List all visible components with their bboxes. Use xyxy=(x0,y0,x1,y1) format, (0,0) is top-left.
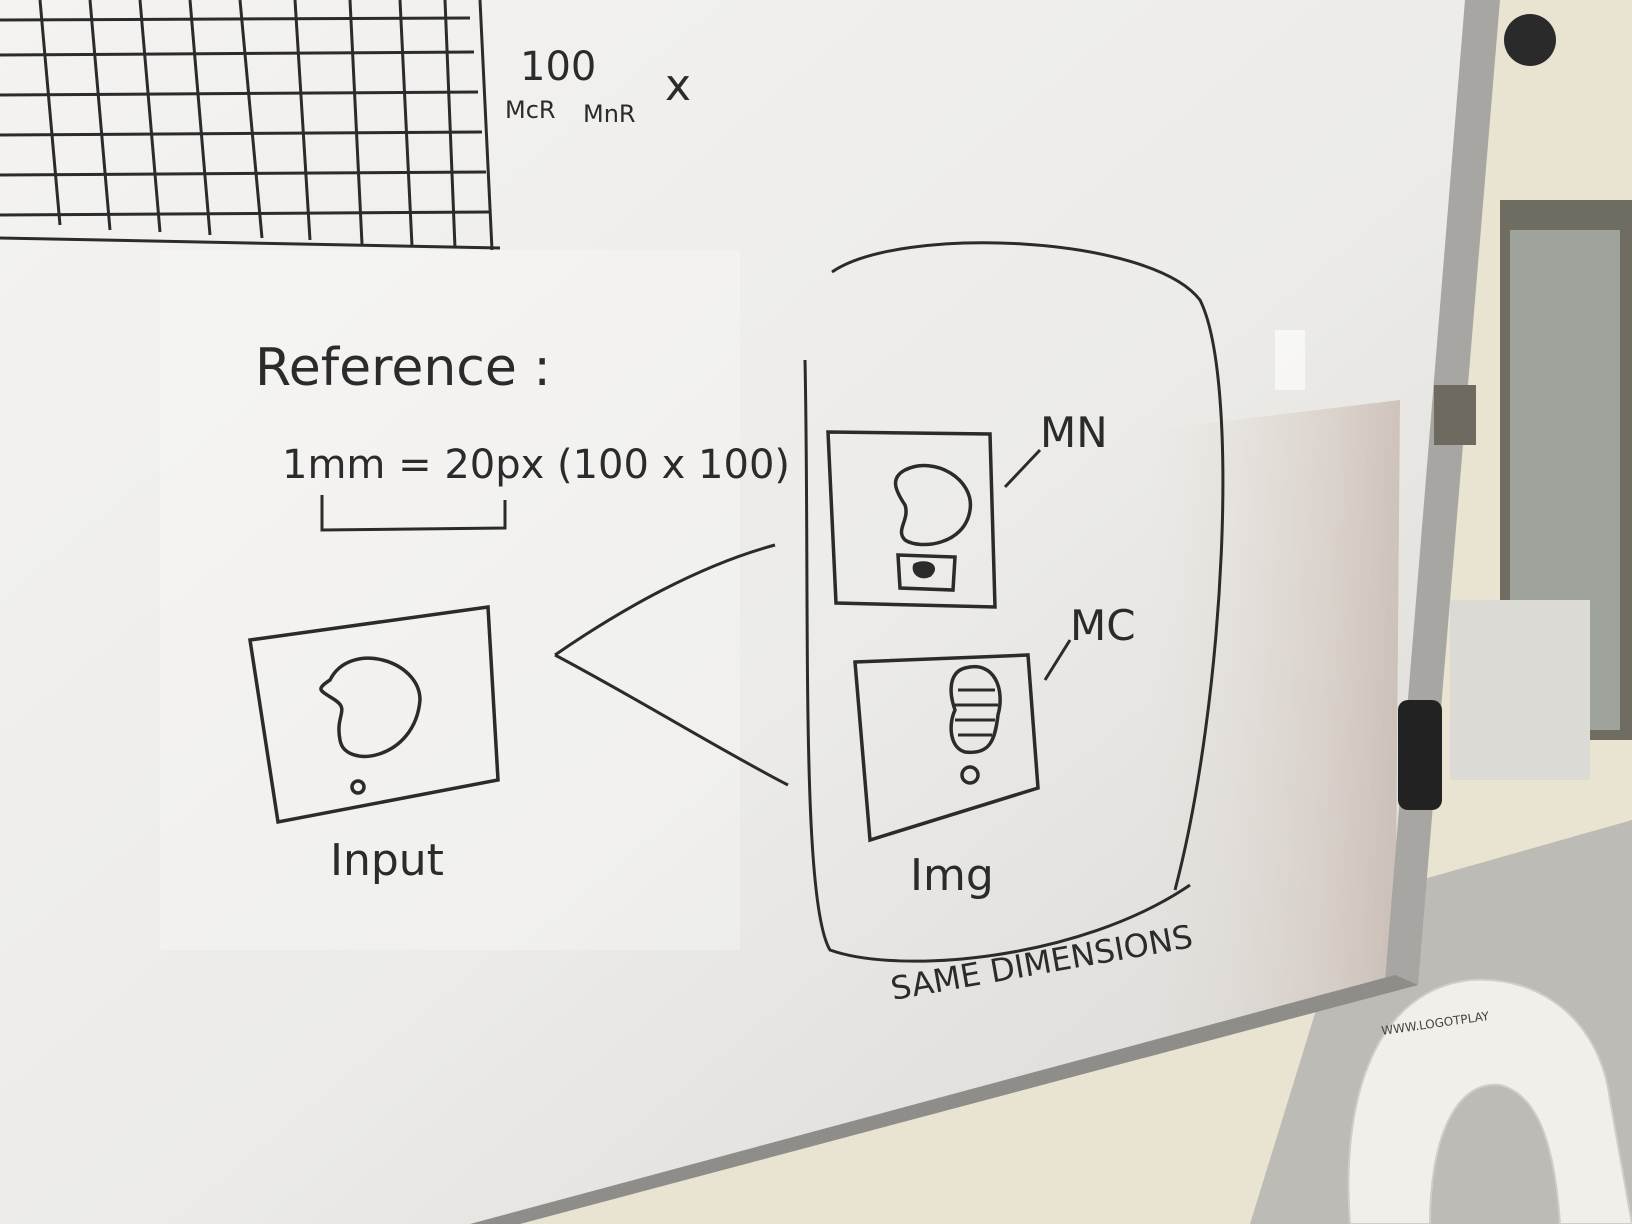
whiteboard xyxy=(0,0,1500,1224)
input-label: Input xyxy=(330,835,444,886)
mapping-lines xyxy=(554,543,789,787)
grid-x-mark: x xyxy=(665,60,691,111)
group-bracket xyxy=(803,241,1225,963)
img-label: Img xyxy=(910,850,994,901)
board-clip-icon xyxy=(1434,385,1476,445)
mn-sketch xyxy=(826,430,997,609)
grid-value-text: 100 xyxy=(520,44,596,90)
reference-note: Reference : 1mm = 20px (100 x 100) xyxy=(255,338,790,532)
grid-annotations: 100 x McR MnR xyxy=(505,44,691,128)
board-stand-knob-icon xyxy=(1398,700,1442,810)
mc-sketch xyxy=(853,653,1040,843)
grid-col-a-text: McR xyxy=(505,96,556,124)
grid-col-b-text: MnR xyxy=(583,100,636,128)
mc-label: MC xyxy=(1070,601,1136,650)
reference-heading: Reference : xyxy=(255,338,551,398)
mn-label: MN xyxy=(1040,408,1108,457)
input-sketch xyxy=(248,605,500,825)
reference-equation: 1mm = 20px (100 x 100) xyxy=(282,442,790,488)
grid-drawing xyxy=(0,0,501,251)
